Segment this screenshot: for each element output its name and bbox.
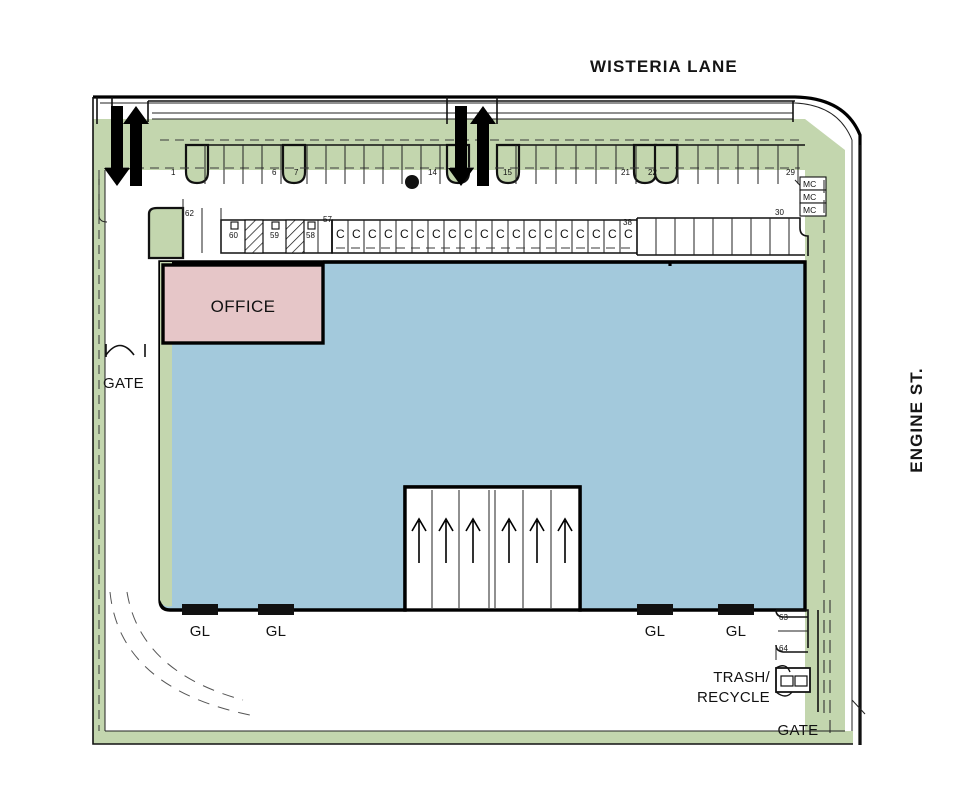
covered-stall-label: C <box>528 227 537 241</box>
survey-point-marker <box>405 175 419 189</box>
accessible-symbol-60 <box>230 221 239 230</box>
stall-number-59: 59 <box>270 231 279 240</box>
property-line-outer <box>93 95 862 745</box>
landscape-inside-west-wall <box>160 262 172 607</box>
landscape-south-strip <box>93 731 853 744</box>
trash-label-line1: TRASH/ <box>713 669 770 686</box>
grade-level-label-1: GL <box>190 623 211 640</box>
drive-arrow-center-down <box>448 106 474 186</box>
southeast-stall-group: 63 64 <box>775 609 809 660</box>
stall-number-21: 21 <box>621 168 630 177</box>
covered-stall-label: C <box>608 227 617 241</box>
engine-st-sidewalk <box>851 145 866 745</box>
trash-label-line2: RECYCLE <box>697 689 770 706</box>
stall-number-64: 64 <box>779 644 788 653</box>
gate-south <box>817 600 831 740</box>
stall-number-58: 58 <box>306 231 315 240</box>
grade-level-label-3: GL <box>645 623 666 640</box>
gate-label-west: GATE <box>103 375 144 392</box>
motorcycle-stall-group: MC MC MC <box>794 176 827 217</box>
site-boundary-west-south <box>92 97 853 745</box>
office-footprint <box>161 263 325 345</box>
accessible-access-aisle-1 <box>244 219 264 254</box>
landscape-island-west <box>147 206 185 260</box>
center-driveway-opening <box>446 97 498 124</box>
parking-row-north-b <box>497 144 805 184</box>
covered-stall-label: C <box>512 227 521 241</box>
covered-stall-label: C <box>624 227 633 241</box>
stall-number-29: 29 <box>786 168 795 177</box>
covered-stall-label: C <box>352 227 361 241</box>
landscape-east-behind-building <box>805 262 845 610</box>
grade-level-label-4: GL <box>726 623 747 640</box>
covered-stall-label: C <box>384 227 393 241</box>
covered-stall-label: C <box>464 227 473 241</box>
covered-stall-label: C <box>416 227 425 241</box>
motorcycle-label-2: MC <box>803 192 816 202</box>
parking-row-south-right <box>636 217 809 256</box>
stall-number-6: 6 <box>272 168 277 177</box>
grade-level-door-group <box>182 604 754 615</box>
stall-number-14: 14 <box>428 168 437 177</box>
covered-stall-label: C <box>592 227 601 241</box>
stall-number-38: 38 <box>623 218 632 227</box>
motorcycle-stall-3 <box>799 202 827 217</box>
covered-stall-label: C <box>400 227 409 241</box>
stall-number-60: 60 <box>229 231 238 240</box>
stall-number-63: 63 <box>779 613 788 622</box>
grade-level-door-1 <box>182 604 218 615</box>
right-of-way-line <box>100 102 853 740</box>
accessible-symbol-59 <box>271 221 280 230</box>
covered-stall-label: C <box>560 227 569 241</box>
drive-arrow-west-down <box>104 106 130 186</box>
covered-stall-label: C <box>576 227 585 241</box>
grade-level-door-2 <box>258 604 294 615</box>
accessible-stall-group: 60 59 58 <box>220 219 333 254</box>
stall-number-62: 62 <box>185 209 194 218</box>
covered-stall-label: C <box>336 227 345 241</box>
stall-number-22: 22 <box>648 168 657 177</box>
stall-number-1: 1 <box>171 168 176 177</box>
accessible-symbol-58 <box>307 221 316 230</box>
drive-arrow-center-up <box>470 106 496 186</box>
covered-stall-label: C <box>480 227 489 241</box>
covered-stall-label: C <box>368 227 377 241</box>
stall-number-15: 15 <box>503 168 512 177</box>
stall-number-7: 7 <box>294 168 299 177</box>
grade-level-door-3 <box>637 604 673 615</box>
drive-arrow-west-up <box>123 106 149 186</box>
grade-level-label-2: GL <box>266 623 287 640</box>
gate-west <box>105 344 146 357</box>
driveway-turn-arcs <box>109 591 256 717</box>
truck-loading-bay <box>403 485 582 612</box>
trash-recycle-enclosure <box>775 665 811 697</box>
office-label: OFFICE <box>211 297 276 316</box>
motorcycle-label-3: MC <box>803 205 816 215</box>
covered-stall-label: C <box>496 227 505 241</box>
covered-stall-label: C <box>448 227 457 241</box>
grade-level-door-4 <box>718 604 754 615</box>
covered-stall-label: C <box>544 227 553 241</box>
street-label-engine-st: ENGINE ST. <box>907 367 926 472</box>
motorcycle-label-1: MC <box>803 179 816 189</box>
accessible-access-aisle-2 <box>285 219 305 254</box>
covered-stall-label: C <box>432 227 441 241</box>
street-label-wisteria-lane: WISTERIA LANE <box>590 57 738 76</box>
parking-stalls-west-61 <box>182 199 222 253</box>
stall-number-30: 30 <box>775 208 784 217</box>
parking-row-north-a <box>186 144 447 184</box>
